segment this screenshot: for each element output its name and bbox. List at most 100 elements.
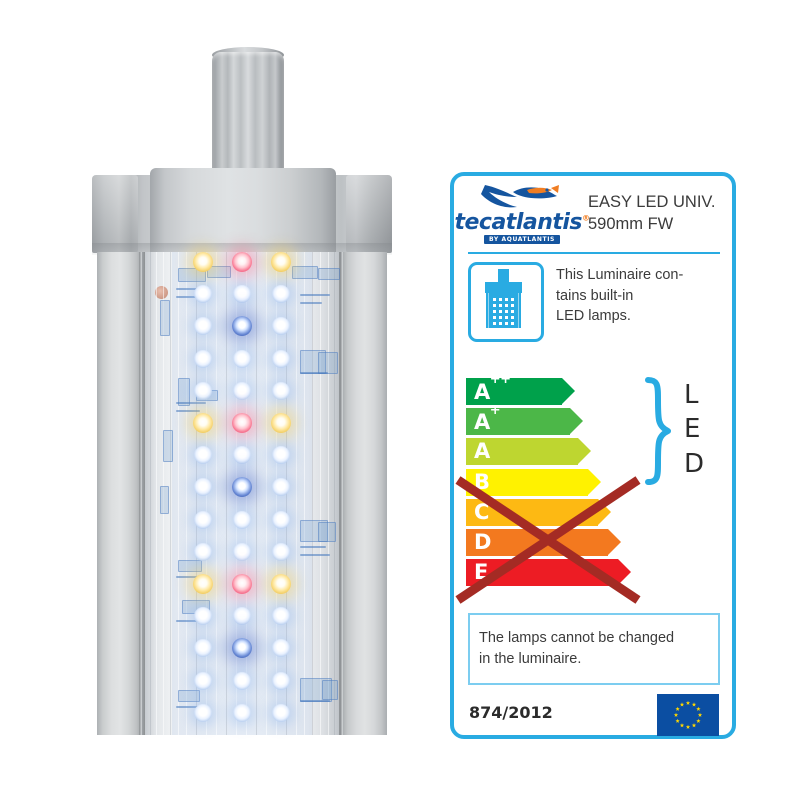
tecatlantis-wave-fish-icon (481, 185, 559, 208)
lens-rib (296, 252, 297, 735)
luminaire-notice-text: This Luminaire con- tains built-in LED l… (556, 265, 683, 327)
lens-rib (156, 252, 157, 735)
led-white (272, 446, 290, 465)
led-amber (271, 574, 291, 594)
lens-rib (186, 252, 187, 735)
energy-arrow-bar: A+ (466, 402, 583, 436)
aluminium-rail-left (97, 252, 145, 735)
led-pink (232, 413, 252, 433)
pcb-component (160, 486, 169, 514)
pcb-trace (176, 576, 206, 578)
energy-arrow-bar: E (466, 559, 631, 587)
led-pink (232, 574, 252, 594)
led-white (194, 317, 212, 336)
led-white (194, 607, 212, 626)
pcb-component (178, 378, 190, 406)
led-white (272, 542, 290, 561)
registered-mark: ® (582, 213, 590, 223)
pcb-trace (176, 296, 204, 298)
brand-wordmark: tecatlantis® (454, 210, 590, 235)
rail-groove-left (139, 252, 142, 735)
header-divider (468, 252, 720, 254)
lens-rib (163, 252, 164, 735)
model-line-1: EASY LED UNIV. (588, 192, 716, 211)
led-white (233, 671, 251, 690)
pcb-trace (300, 554, 330, 556)
led-white (272, 703, 290, 722)
led-blue (232, 477, 252, 498)
pcb-trace (300, 372, 328, 374)
led-amber (271, 252, 291, 272)
energy-arrow-bar: D (466, 528, 621, 556)
notice-line-3: LED lamps. (556, 308, 631, 325)
led-white (194, 446, 212, 465)
led-white (272, 510, 290, 529)
led-white (194, 478, 212, 497)
lens-rib (216, 252, 217, 735)
pcb-component (160, 300, 170, 336)
led-white (194, 639, 212, 658)
housing-notch-right (346, 175, 392, 253)
eu-flag-stars-icon (657, 694, 719, 736)
led-white (233, 703, 251, 722)
led-white (233, 285, 251, 304)
pcb-trace (300, 546, 326, 548)
pcb-component (318, 352, 338, 374)
led-white (233, 510, 251, 529)
regulation-number: 874/2012 (469, 703, 553, 722)
led-white (194, 381, 212, 400)
led-white (272, 639, 290, 658)
pcb-trace (300, 294, 330, 296)
energy-class-label: A (474, 439, 490, 464)
brand-word-part1: tec (454, 210, 492, 235)
led-letter-d: D (684, 448, 705, 479)
curly-brace-icon (645, 377, 671, 485)
led-white (272, 285, 290, 304)
led-white (194, 349, 212, 368)
pcb-component (178, 560, 202, 572)
energy-class-a: A (466, 438, 636, 466)
brand-logo: tecatlantis® BY AQUATLANTIS (454, 182, 590, 244)
bottom-line-1: The lamps cannot be changed (479, 630, 675, 647)
pcb-component (300, 350, 326, 374)
notice-line-1: This Luminaire con- (556, 267, 684, 283)
energy-class-label: C (474, 499, 489, 524)
led-blue (232, 638, 252, 659)
energy-class-label: B (474, 469, 490, 494)
energy-class-c: C (466, 498, 636, 526)
led-blue (232, 316, 252, 337)
led-white (272, 349, 290, 368)
product-photo (92, 47, 392, 735)
led-white (272, 381, 290, 400)
label-header: tecatlantis® BY AQUATLANTIS EASY LED UNI… (454, 176, 732, 250)
led-amber (193, 413, 213, 433)
led-white (233, 349, 251, 368)
led-letter-e: E (684, 414, 701, 445)
led-white (194, 510, 212, 529)
energy-class-b: B (466, 468, 636, 496)
housing-center-riser (150, 168, 336, 254)
lens-rib (170, 252, 171, 735)
led-white (194, 542, 212, 561)
led-white (272, 317, 290, 336)
energy-class-e: E (466, 559, 636, 587)
led-white (233, 381, 251, 400)
led-white (233, 607, 251, 626)
lens-rib (256, 252, 257, 735)
pcb-trace (300, 700, 330, 702)
housing-notch-left (92, 175, 138, 253)
lens-rib (178, 252, 179, 735)
lens-rib (150, 252, 151, 735)
bottom-notice-text: The lamps cannot be changed in the lumin… (470, 628, 674, 669)
led-amber (193, 574, 213, 594)
led-white (194, 671, 212, 690)
pcb-component (318, 522, 336, 542)
energy-class-label: A+ (474, 402, 501, 434)
model-name: EASY LED UNIV. 590mm FW (588, 191, 715, 236)
pcb-component (300, 678, 332, 702)
lens-rib (304, 252, 305, 735)
led-amber (193, 252, 213, 272)
lamps-not-changeable-box: The lamps cannot be changed in the lumin… (468, 613, 720, 685)
